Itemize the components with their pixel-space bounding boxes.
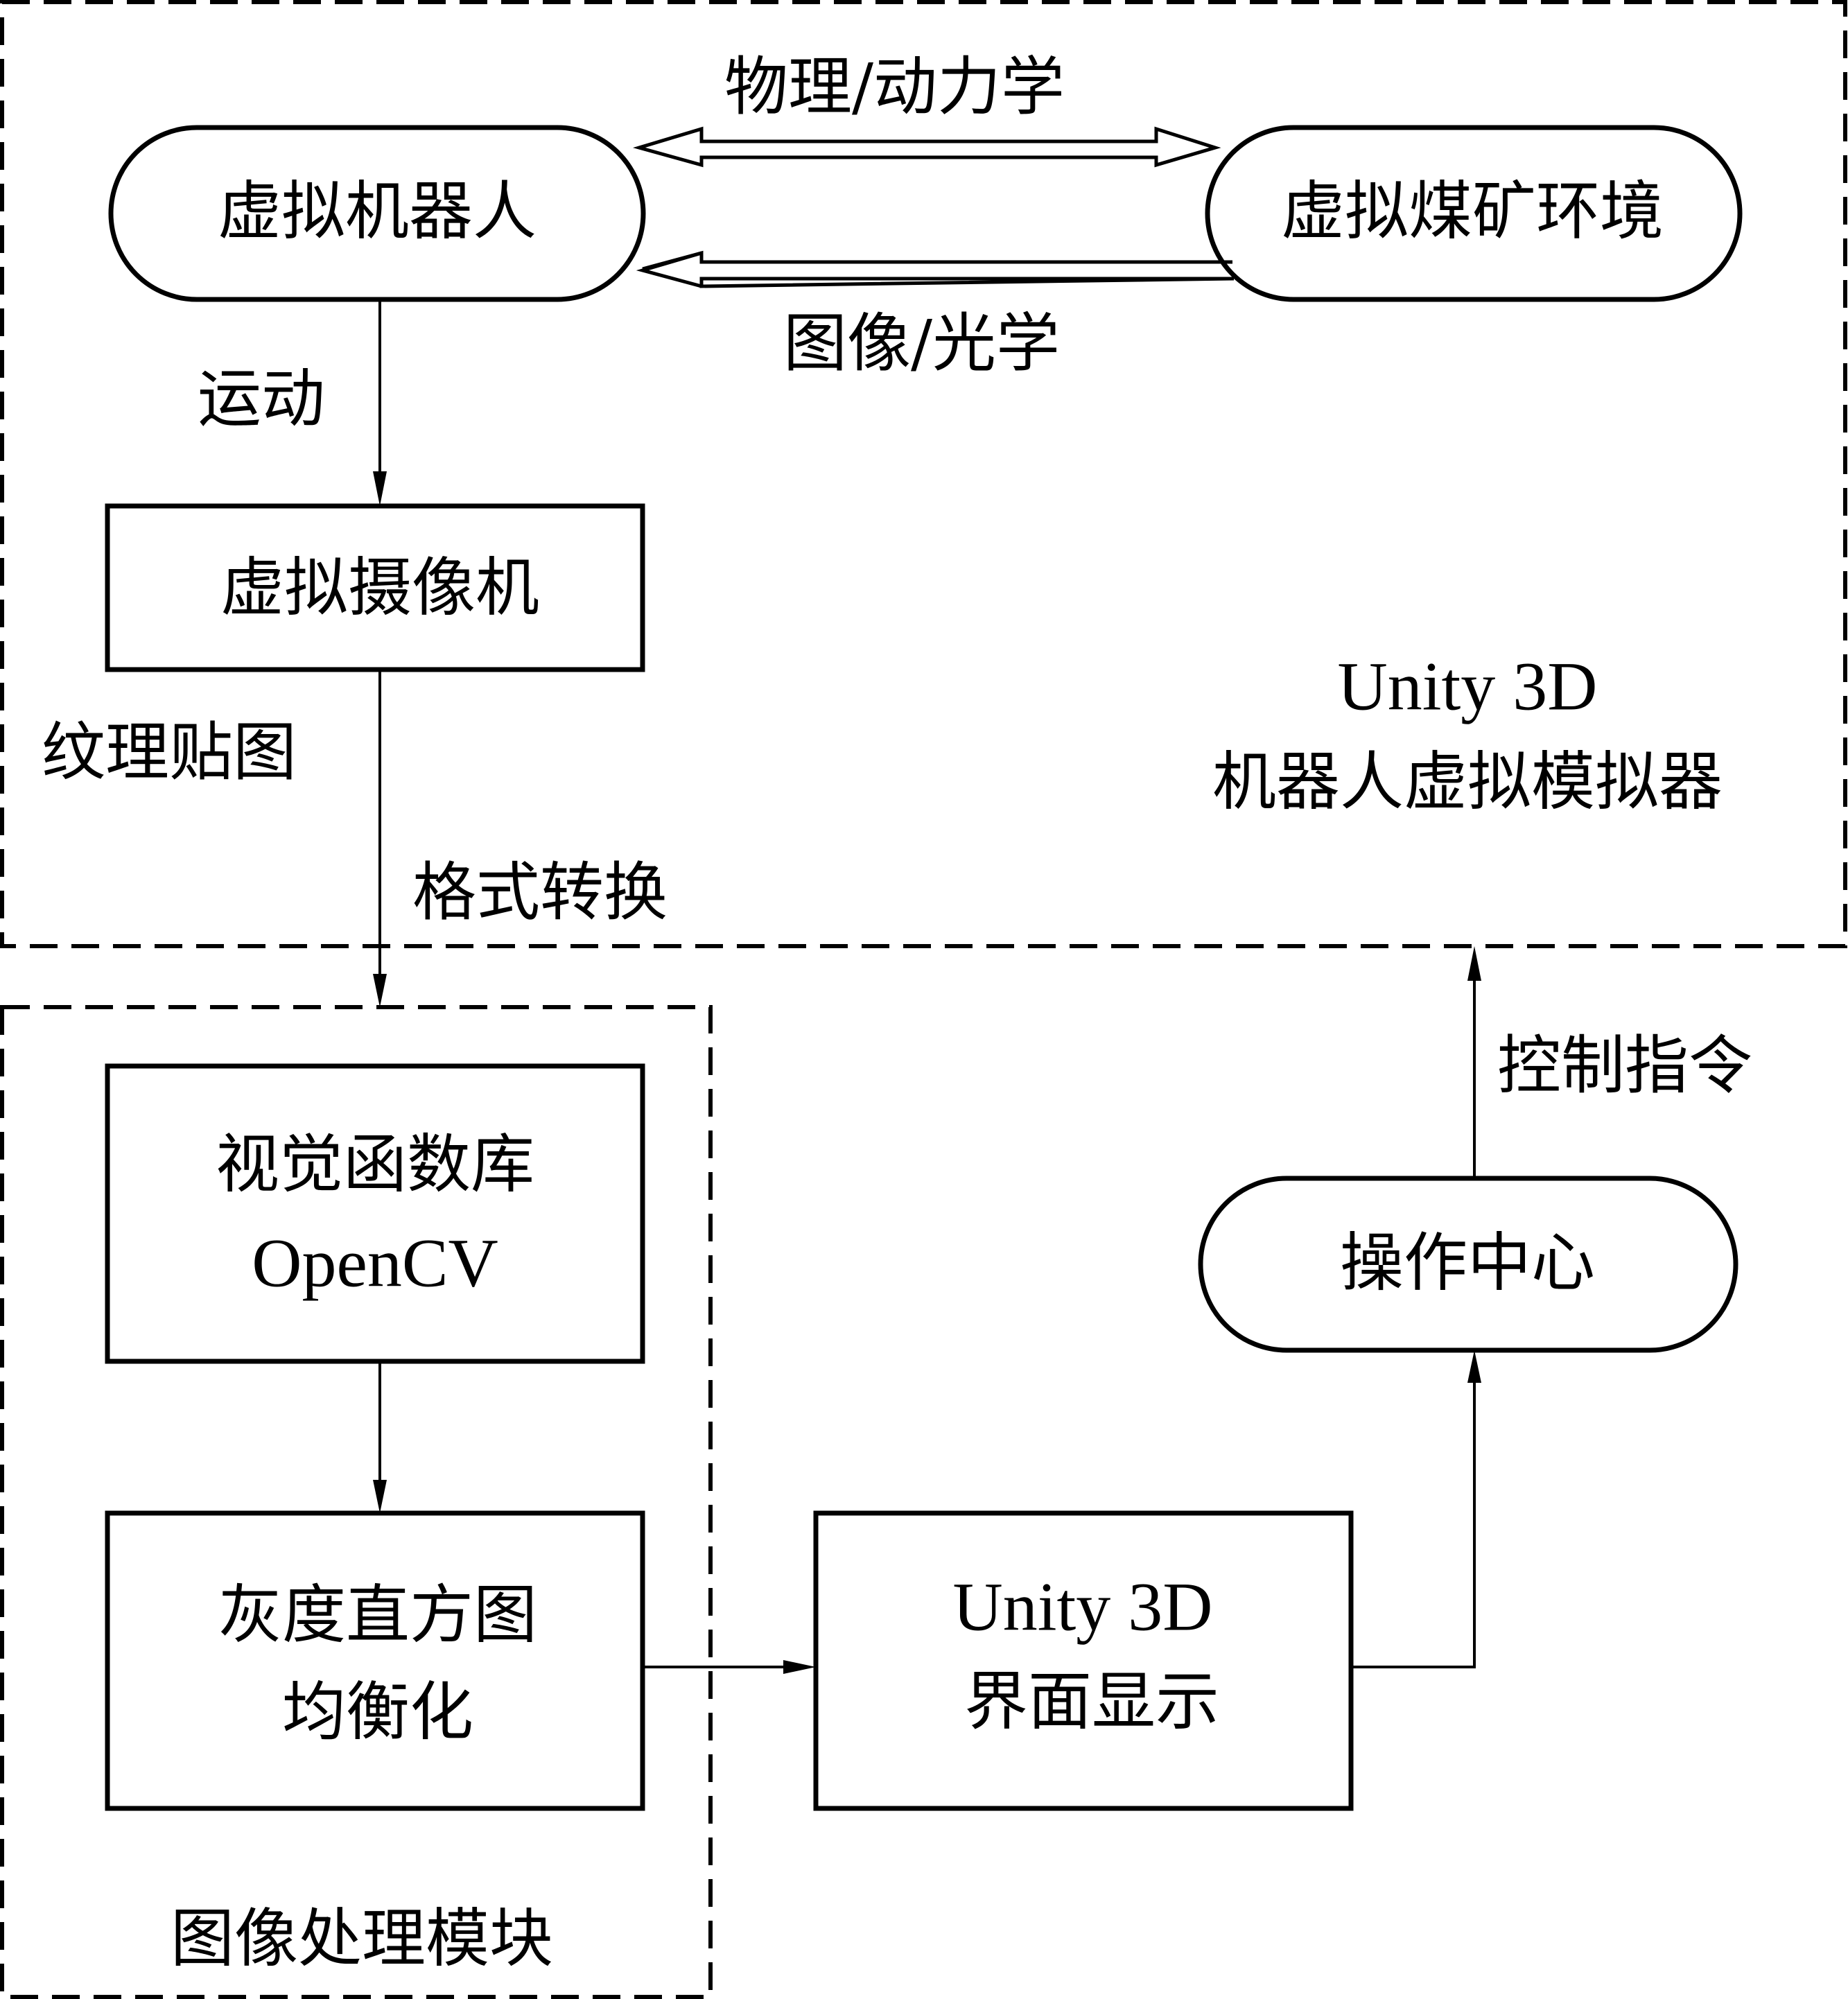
motion-edge-label: 运动 xyxy=(198,362,326,436)
unity-display-label-line1: Unity 3D xyxy=(952,1568,1213,1646)
format-edge-label: 格式转换 xyxy=(412,855,668,929)
image-processing-group-title: 图像处理模块 xyxy=(170,1901,554,1976)
unity-display-node xyxy=(813,1510,1354,1811)
format-edge-arrowhead xyxy=(373,974,387,1007)
physics-edge-label: 物理/动力学 xyxy=(724,50,1065,124)
simulator-group-title-line2: 机器人虚拟模拟器 xyxy=(1212,744,1723,819)
hist-to-display-arrowhead xyxy=(783,1660,816,1674)
opencv-to-hist-arrowhead xyxy=(373,1480,387,1513)
histogram-label-line1: 灰度直方图 xyxy=(218,1578,538,1652)
operation-center-label: 操作中心 xyxy=(1339,1225,1596,1300)
optics-arrow-head xyxy=(636,251,702,288)
display-to-ops-arrowhead xyxy=(1467,1350,1481,1383)
opencv-label-line2: OpenCV xyxy=(252,1224,498,1302)
virtual-mine-node xyxy=(1205,125,1743,302)
virtual-camera-label: 虚拟摄像机 xyxy=(220,550,540,625)
display-to-ops-line xyxy=(1351,1379,1476,1668)
opencv-label-line1: 视觉函数库 xyxy=(215,1127,535,1202)
optics-double-arrow xyxy=(642,250,1235,288)
simulator-group-border xyxy=(0,0,1847,948)
histogram-node xyxy=(105,1510,645,1811)
control-edge-arrowhead xyxy=(1467,946,1481,981)
motion-edge-arrowhead xyxy=(373,471,387,506)
histogram-label-line2: 均衡化 xyxy=(281,1675,474,1749)
virtual-robot-node xyxy=(108,125,646,302)
physics-double-arrow xyxy=(632,126,1221,168)
virtual-robot-label: 虚拟机器人 xyxy=(217,174,537,249)
control-edge-label: 控制指令 xyxy=(1497,1029,1753,1103)
virtual-mine-label: 虚拟煤矿环境 xyxy=(1280,174,1664,249)
operation-center-node xyxy=(1198,1176,1738,1353)
opencv-node xyxy=(105,1063,645,1364)
optics-edge-label: 图像/光学 xyxy=(783,306,1060,381)
unity-display-label-line2: 界面显示 xyxy=(964,1664,1220,1739)
image-processing-group-border xyxy=(0,1005,713,1999)
texture-edge-label: 纹理贴图 xyxy=(42,715,297,789)
virtual-camera-node xyxy=(105,503,645,672)
simulator-group-title-line1: Unity 3D xyxy=(1337,647,1598,725)
